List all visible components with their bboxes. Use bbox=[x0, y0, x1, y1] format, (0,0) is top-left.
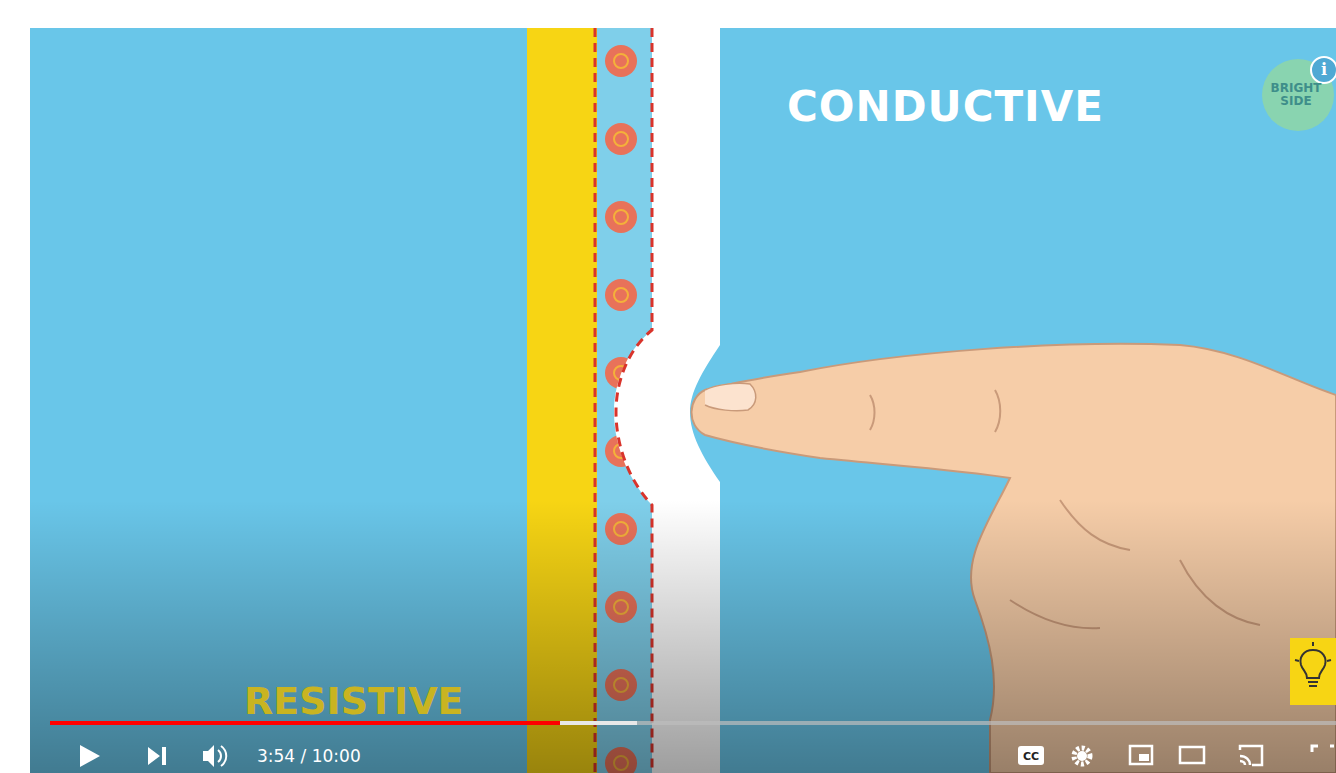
info-icon bbox=[1311, 57, 1336, 83]
fullscreen-button bbox=[1312, 746, 1334, 752]
play-button bbox=[80, 745, 100, 767]
time-display: 3:54 / 10:00 bbox=[257, 748, 361, 765]
bottom-shade bbox=[30, 500, 1336, 773]
layer-label: RESISTIVE bbox=[244, 682, 464, 720]
info-icon-text: i bbox=[1321, 62, 1327, 78]
layer-label: CONDUCTIVE bbox=[787, 86, 1104, 128]
miniplayer-button bbox=[1130, 746, 1152, 764]
volume-waves bbox=[218, 746, 226, 766]
electrode-dot bbox=[605, 45, 637, 77]
progress-played bbox=[50, 721, 560, 725]
volume-button bbox=[203, 745, 214, 767]
video-ground bbox=[30, 28, 1336, 773]
electrode-ring bbox=[614, 54, 628, 68]
progress-buffer bbox=[50, 721, 637, 725]
captions-text: CC bbox=[1023, 751, 1039, 762]
theater-button bbox=[1180, 747, 1204, 763]
fingernail bbox=[705, 383, 756, 410]
electrode-dot bbox=[605, 279, 637, 311]
progress-track bbox=[50, 721, 1336, 725]
electrode-dot bbox=[605, 123, 637, 155]
electrode-ring bbox=[614, 132, 628, 146]
cast-button bbox=[1240, 746, 1262, 765]
settings-gear bbox=[1077, 751, 1087, 761]
miniplayer-button bbox=[1139, 754, 1149, 761]
settings-gear bbox=[1074, 748, 1090, 764]
idea-badge bbox=[1290, 638, 1336, 705]
channel-logo-text: BRIGHT SIDE bbox=[1266, 82, 1326, 107]
channel-logo bbox=[1262, 59, 1334, 131]
electrode-ring bbox=[614, 288, 628, 302]
electrode-dot bbox=[605, 201, 637, 233]
next-button bbox=[148, 747, 166, 765]
lightbulb-icon bbox=[1295, 642, 1331, 686]
electrode-ring bbox=[614, 210, 628, 224]
captions-button bbox=[1018, 746, 1044, 765]
